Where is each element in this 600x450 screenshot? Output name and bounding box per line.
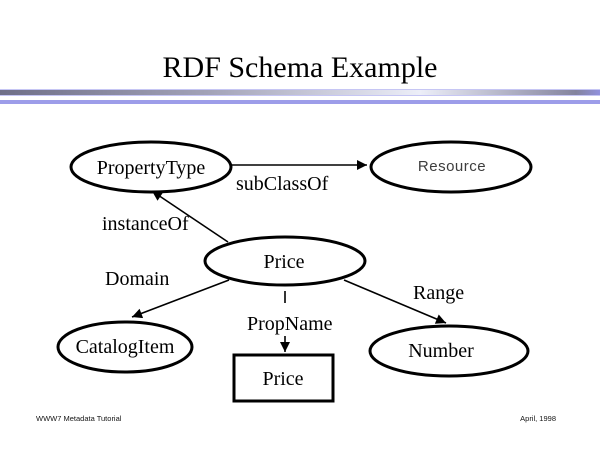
label-propname: PropName xyxy=(247,313,333,335)
node-price-instance-label: Price xyxy=(262,368,303,390)
edge-range-arrow xyxy=(343,279,447,324)
edge-instanceof-arrow xyxy=(151,190,229,243)
node-propertytype-ellipse xyxy=(69,140,233,194)
title-divider-gradient-bar xyxy=(0,89,600,96)
node-price-class-label: Price xyxy=(263,251,304,273)
label-domain: Domain xyxy=(105,268,169,290)
node-resource-label: Resource xyxy=(418,158,486,175)
node-propertytype-label: PropertyType xyxy=(97,157,206,179)
node-price-instance-rect xyxy=(232,353,335,403)
edge-domain-arrow xyxy=(131,279,230,319)
node-number-label: Number xyxy=(408,340,474,362)
node-price-class-ellipse xyxy=(203,235,367,287)
label-subclassof: subClassOf xyxy=(236,173,329,195)
label-range: Range xyxy=(413,282,464,304)
footer-right: April, 1998 xyxy=(520,414,556,423)
node-resource-ellipse xyxy=(369,140,533,194)
label-instanceof: instanceOf xyxy=(102,213,189,235)
node-catalogitem-ellipse xyxy=(56,320,194,374)
node-number-ellipse xyxy=(368,324,530,378)
node-catalogitem-label: CatalogItem xyxy=(76,336,175,358)
title-divider-accent-bar xyxy=(0,100,600,104)
footer-left: WWW7 Metadata Tutorial xyxy=(36,414,122,423)
slide-title: RDF Schema Example xyxy=(162,51,438,84)
